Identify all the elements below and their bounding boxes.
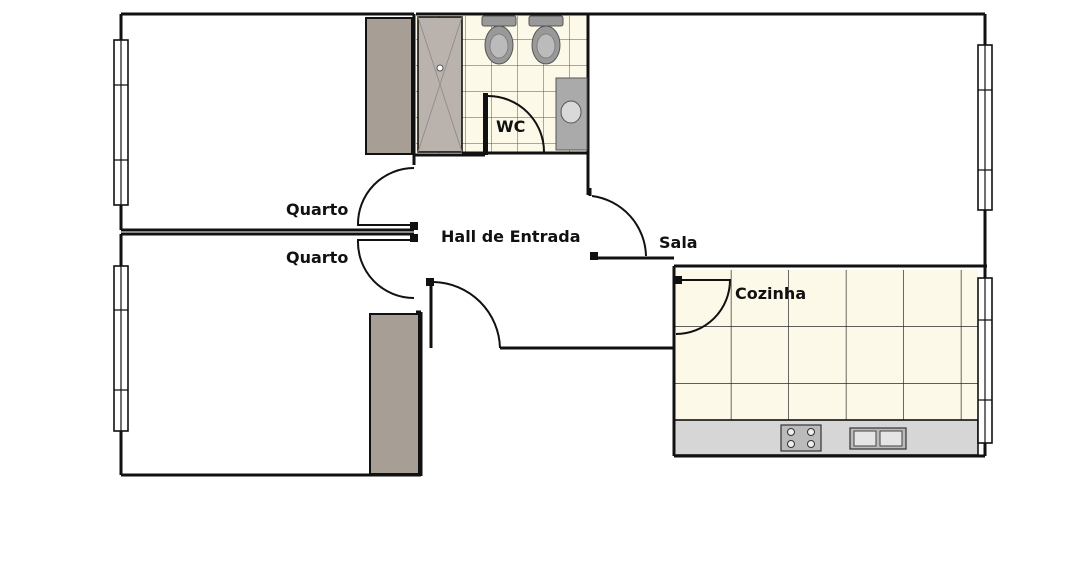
label-sala: Sala (659, 233, 698, 252)
wardrobe-bottom (369, 313, 420, 475)
label-cozinha: Cozinha (735, 284, 806, 303)
door-bedroom-bottom (356, 234, 418, 299)
bedroom-top-left (113, 12, 418, 232)
door-sala (588, 188, 674, 260)
label-hall: Hall de Entrada (441, 227, 581, 246)
door-kitchen (674, 276, 732, 335)
window-kitchen (977, 277, 993, 444)
wardrobe-top (365, 17, 413, 155)
window-top-left (113, 39, 129, 206)
living-room (588, 12, 993, 268)
label-quarto-top: Quarto (286, 200, 348, 219)
sink-icon (555, 77, 588, 151)
window-sala (977, 44, 993, 211)
kitchen-counter (673, 419, 979, 456)
stove-icon (780, 424, 822, 452)
bedroom-bottom-left (113, 232, 423, 477)
door-bedroom-top (356, 167, 418, 230)
door-entrance (426, 278, 501, 349)
wc-room (414, 12, 590, 195)
toilet-right-icon (528, 15, 564, 65)
label-quarto-bottom: Quarto (286, 248, 348, 267)
hall (426, 188, 674, 350)
door-wc (483, 93, 545, 155)
shower-drain-icon (436, 64, 444, 72)
label-wc: WC (496, 117, 525, 136)
kitchen (672, 266, 993, 458)
toilet-left-icon (481, 15, 517, 65)
window-bottom-left (113, 265, 129, 432)
kitchen-sink-icon (849, 427, 907, 450)
